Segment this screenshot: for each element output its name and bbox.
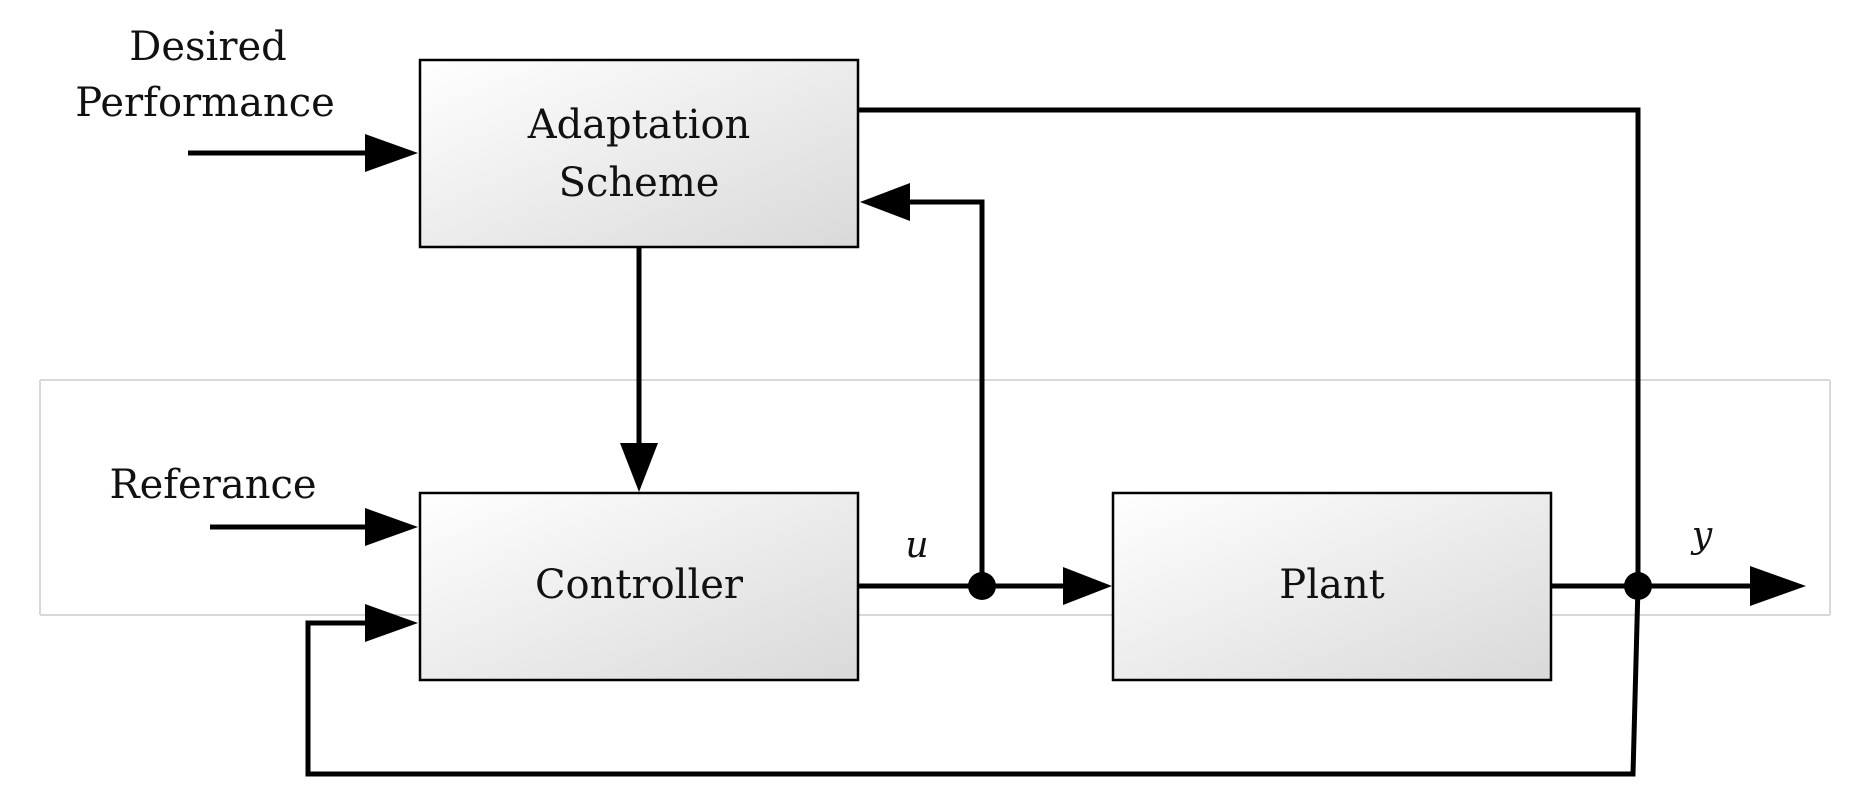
adaptation-scheme-label-line2: Scheme bbox=[559, 160, 720, 206]
controller-label: Controller bbox=[535, 562, 744, 608]
arrowhead-desired-performance bbox=[365, 134, 418, 172]
u-feedback-to-adaptation bbox=[905, 199, 985, 586]
arrowhead-plant-input bbox=[1063, 567, 1112, 605]
plant-block: Plant bbox=[1111, 491, 1553, 682]
reference-label: Referance bbox=[109, 462, 316, 508]
junction-y bbox=[1624, 572, 1652, 600]
arrowhead-adaptation-feedback bbox=[860, 183, 910, 221]
junction-u bbox=[968, 572, 996, 600]
adaptation-scheme-label-line1: Adaptation bbox=[527, 102, 751, 148]
arrowhead-controller-feedback bbox=[365, 604, 418, 642]
background-frame bbox=[39, 379, 1831, 616]
arrowhead-reference bbox=[365, 508, 418, 546]
controller-block: Controller bbox=[418, 491, 860, 682]
plant-label: Plant bbox=[1279, 562, 1384, 608]
arrowhead-output-y bbox=[1750, 566, 1806, 606]
y-feedback-to-adaptation bbox=[858, 107, 1641, 586]
desired-performance-label-line2: Performance bbox=[75, 80, 335, 126]
signal-u-label: u bbox=[905, 525, 928, 566]
y-feedback-to-controller bbox=[305, 585, 1641, 777]
adaptation-scheme-block: Adaptation Scheme bbox=[418, 58, 860, 249]
desired-performance-label-line1: Desired bbox=[129, 24, 286, 70]
signal-y-label: y bbox=[1690, 515, 1713, 556]
arrowhead-adaptation-to-controller bbox=[620, 443, 658, 492]
